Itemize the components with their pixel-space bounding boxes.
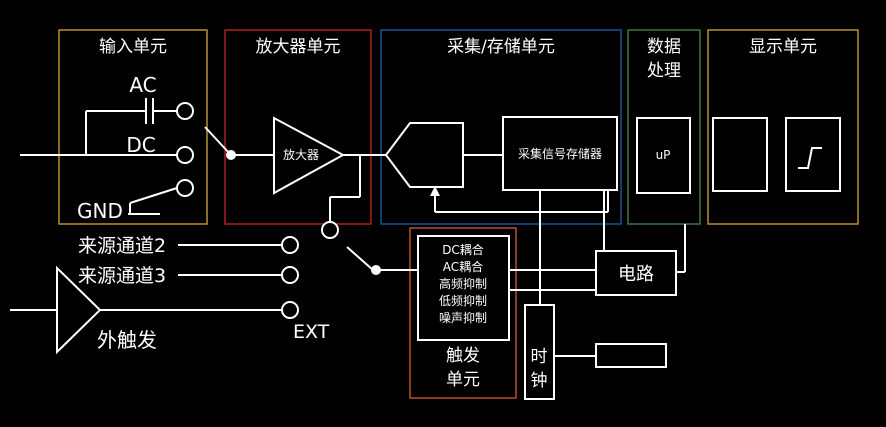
feedback-arrowhead <box>430 186 440 196</box>
trigger-switch-pivot <box>371 265 381 275</box>
source-ch2-label: 来源通道2 <box>78 235 166 257</box>
processing-unit-frame <box>627 29 701 225</box>
processing-unit-title-line1: 数据 <box>647 37 681 57</box>
trigger-mode-hf-reject: 高频抑制 <box>439 276 487 291</box>
acq-memory-label: 采集信号存储器 <box>518 146 602 161</box>
trigger-unit-label-line2: 单元 <box>446 370 480 390</box>
terminals <box>176 102 339 319</box>
ac-terminal <box>176 102 194 120</box>
ext-label: EXT <box>293 321 330 343</box>
amp-trigger-terminal <box>321 221 339 239</box>
trigger-mode-lf-reject: 低频抑制 <box>439 293 487 308</box>
ch2-terminal <box>281 236 299 254</box>
input-unit-title: 输入单元 <box>99 37 167 57</box>
trigger-mode-ac: AC耦合 <box>443 259 483 274</box>
trigger-mode-noise-reject: 噪声抑制 <box>439 310 487 325</box>
clock-label-line2: 钟 <box>531 371 548 391</box>
ac-label: AC <box>129 73 156 97</box>
up-label: uP <box>656 148 671 162</box>
amplifier-unit-frame <box>224 29 372 225</box>
trigger-unit-frame <box>409 227 517 399</box>
dc-label: DC <box>126 133 155 157</box>
amplifier-unit-title: 放大器单元 <box>256 37 341 57</box>
amplifier-label: 放大器 <box>283 147 319 162</box>
trigger-mode-dc: DC耦合 <box>442 242 484 257</box>
processing-unit-title-line2: 处理 <box>647 61 681 81</box>
input-unit-frame <box>58 29 208 225</box>
clock-label-line1: 时 <box>531 347 548 367</box>
ext-terminal <box>281 301 299 319</box>
acquisition-unit-title: 采集/存储单元 <box>447 37 555 57</box>
source-ch3-label: 来源通道3 <box>78 265 166 287</box>
external-trigger-label: 外触发 <box>97 328 157 352</box>
ch3-terminal <box>281 266 299 284</box>
gnd-terminal <box>176 179 194 197</box>
trigger-unit-label-line1: 触发 <box>446 346 480 366</box>
gnd-label: GND <box>77 199 123 223</box>
circuit-label: 电路 <box>618 264 654 285</box>
acquisition-unit-frame <box>380 29 622 225</box>
display-unit-frame <box>707 29 859 225</box>
display-unit-title: 显示单元 <box>749 37 817 57</box>
input-switch-pivot <box>226 150 236 160</box>
wiring <box>10 98 841 400</box>
dc-terminal <box>176 146 194 164</box>
